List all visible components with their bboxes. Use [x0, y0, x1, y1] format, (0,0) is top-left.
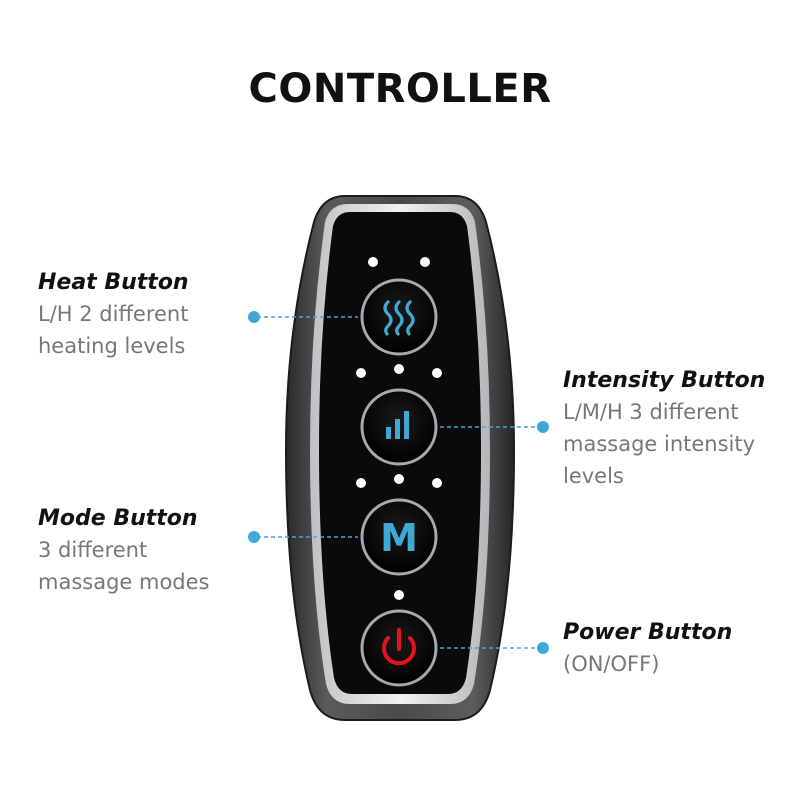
mode-led-3	[432, 478, 442, 488]
heat-leader-dot	[248, 311, 260, 323]
signal-bars-icon	[386, 411, 409, 439]
power-callout: Power Button (ON/OFF)	[563, 618, 732, 680]
mode-callout-line-2: massage modes	[38, 570, 210, 594]
heat-callout: Heat Button L/H 2 different heating leve…	[38, 268, 189, 362]
mode-letter-icon: M	[380, 516, 418, 560]
mode-button[interactable]: M	[360, 498, 438, 576]
mode-leader-dot	[248, 531, 260, 543]
intensity-callout: Intensity Button L/M/H 3 different massa…	[563, 366, 765, 492]
heat-callout-title: Heat Button	[38, 270, 189, 295]
page-title: CONTROLLER	[248, 66, 552, 112]
intensity-led-3	[432, 368, 442, 378]
heat-button[interactable]	[360, 278, 438, 356]
mode-callout: Mode Button 3 different massage modes	[38, 504, 210, 598]
intensity-callout-line-2: massage intensity	[563, 432, 756, 456]
intensity-callout-title: Intensity Button	[563, 368, 766, 393]
mode-led-1	[356, 478, 366, 488]
intensity-button[interactable]	[360, 388, 438, 466]
intensity-callout-line-1: L/M/H 3 different	[563, 400, 739, 424]
heat-led-2	[420, 257, 430, 267]
intensity-led-1	[356, 368, 366, 378]
power-leader-dot	[537, 642, 549, 654]
power-button[interactable]	[360, 609, 438, 687]
power-icon	[382, 628, 416, 666]
heat-callout-line-1: L/H 2 different	[38, 302, 189, 326]
mode-led-2	[394, 474, 404, 484]
heat-led-1	[368, 257, 378, 267]
power-callout-line-1: (ON/OFF)	[563, 652, 660, 676]
intensity-leader-dot	[537, 421, 549, 433]
power-led	[394, 590, 404, 600]
intensity-callout-line-3: levels	[563, 464, 624, 488]
mode-callout-title: Mode Button	[38, 506, 198, 531]
heat-waves-icon	[383, 300, 415, 336]
heat-callout-line-2: heating levels	[38, 334, 186, 358]
indicator-leds	[356, 257, 442, 600]
power-callout-title: Power Button	[563, 620, 733, 645]
mode-callout-line-1: 3 different	[38, 538, 148, 562]
intensity-led-2	[394, 364, 404, 374]
